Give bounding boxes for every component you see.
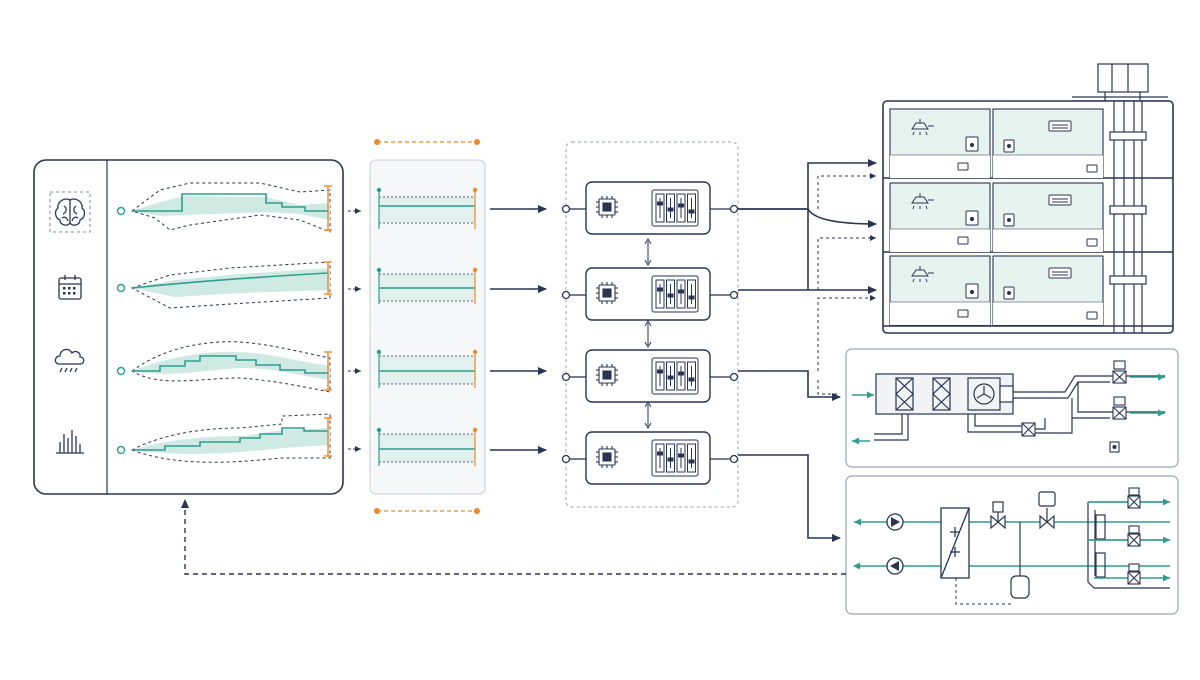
air-handling-unit-panel [845, 348, 1179, 468]
forecast-panel-frame [33, 159, 344, 495]
weather-cloud-icon [54, 348, 85, 373]
control-valve-1 [990, 501, 1006, 530]
controller-input-port [561, 204, 571, 214]
controller-input-port [561, 372, 571, 382]
controller-output-port [729, 372, 739, 382]
controller-2 [561, 267, 739, 321]
calendar-icon [58, 275, 82, 300]
controller-output-port [729, 290, 739, 300]
constraint-bands-column [369, 139, 486, 514]
room-floor3-2 [992, 108, 1104, 179]
ahu-filter-icon [895, 377, 914, 411]
rooftop-unit [1072, 63, 1168, 102]
ceiling-diffuser-icon [911, 266, 934, 283]
ahu-bypass-damper [1021, 422, 1036, 437]
controller-output-lines [738, 159, 877, 542]
room-floor1-1 [889, 255, 991, 326]
building-rooms [883, 108, 1173, 327]
control-sliders-icon [651, 275, 699, 313]
cpu-chip-icon [596, 282, 618, 304]
forecast-panel [33, 159, 344, 495]
room-sensor-icon [1003, 139, 1098, 173]
brain-icon [49, 191, 91, 233]
controller-output-port [729, 454, 739, 464]
cpu-chip-icon [596, 196, 618, 218]
ahu-coil-icon [932, 377, 951, 411]
controller-input-port [561, 454, 571, 464]
constraint-band-3 [376, 349, 478, 388]
controllers-group [561, 141, 739, 508]
hydronic-loop-panel [845, 475, 1179, 615]
building [882, 63, 1174, 334]
thermostat-icon [957, 136, 979, 171]
room-sensor-icon [1003, 286, 1098, 320]
control-sliders-icon [651, 189, 699, 227]
room-floor2-1 [889, 182, 991, 253]
room-floor2-2 [992, 182, 1104, 253]
room-sensor-icon [1003, 213, 1098, 247]
constraint-band-4 [376, 427, 478, 466]
return-pump-icon [886, 557, 904, 575]
forecast-to-bands-arrows [348, 208, 361, 452]
thermostat-icon [957, 210, 979, 245]
heat-exchanger-icon [940, 507, 970, 579]
controller-links [644, 238, 652, 429]
ceiling-diffuser-icon [911, 119, 934, 136]
supply-pump-icon [886, 513, 904, 531]
forecast-curve-1 [116, 182, 332, 233]
controller-input-port [561, 290, 571, 300]
wall-unit-icon [1048, 120, 1072, 132]
control-valve-2 [1038, 491, 1056, 530]
ahu-damper-1 [1112, 360, 1127, 384]
constraint-band-2 [376, 267, 478, 304]
wall-unit-icon [1048, 267, 1072, 279]
room-floor3-1 [889, 108, 991, 179]
controller-1 [561, 181, 739, 235]
expansion-tank-icon [1010, 522, 1030, 599]
ahu-damper-2 [1112, 396, 1127, 420]
constraint-bands-frame [369, 159, 486, 495]
forecast-curve-2 [116, 261, 332, 309]
building-risers [1109, 101, 1147, 333]
bands-to-controllers-arrows [490, 205, 547, 454]
controller-dashed-links [817, 173, 876, 395]
feedback-loop-line [181, 499, 846, 575]
controller-4 [561, 431, 739, 485]
room-floor1-2 [992, 255, 1104, 326]
forecast-curve-4 [116, 413, 332, 463]
controller-output-port [729, 204, 739, 214]
ahu-return-duct [874, 414, 909, 441]
thermostat-icon [957, 283, 979, 318]
controller-3 [561, 349, 739, 403]
controllers-list [561, 181, 739, 485]
cpu-chip-icon [596, 446, 618, 468]
controllers-dashed-frame [565, 141, 739, 508]
branch-valves [1127, 487, 1141, 585]
cpu-chip-icon [596, 364, 618, 386]
constraint-band-1 [376, 187, 478, 229]
ahu-sensor [1109, 441, 1120, 453]
bar-chart-icon [56, 430, 84, 454]
ceiling-diffuser-icon [911, 193, 934, 210]
control-sliders-icon [651, 357, 699, 395]
wall-unit-icon [1048, 194, 1072, 206]
forecast-curve-3 [116, 341, 332, 393]
control-sliders-icon [651, 439, 699, 477]
